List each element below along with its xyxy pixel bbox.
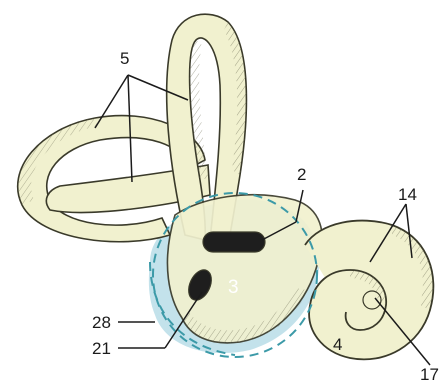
label-2: 2 (297, 166, 306, 183)
label-5: 5 (120, 50, 129, 67)
oval-window (203, 232, 265, 252)
label-3: 3 (228, 278, 239, 297)
label-14: 14 (398, 186, 417, 203)
label-4: 4 (333, 336, 342, 353)
label-28: 28 (92, 314, 111, 331)
label-21: 21 (92, 340, 111, 357)
label-17: 17 (420, 366, 439, 383)
